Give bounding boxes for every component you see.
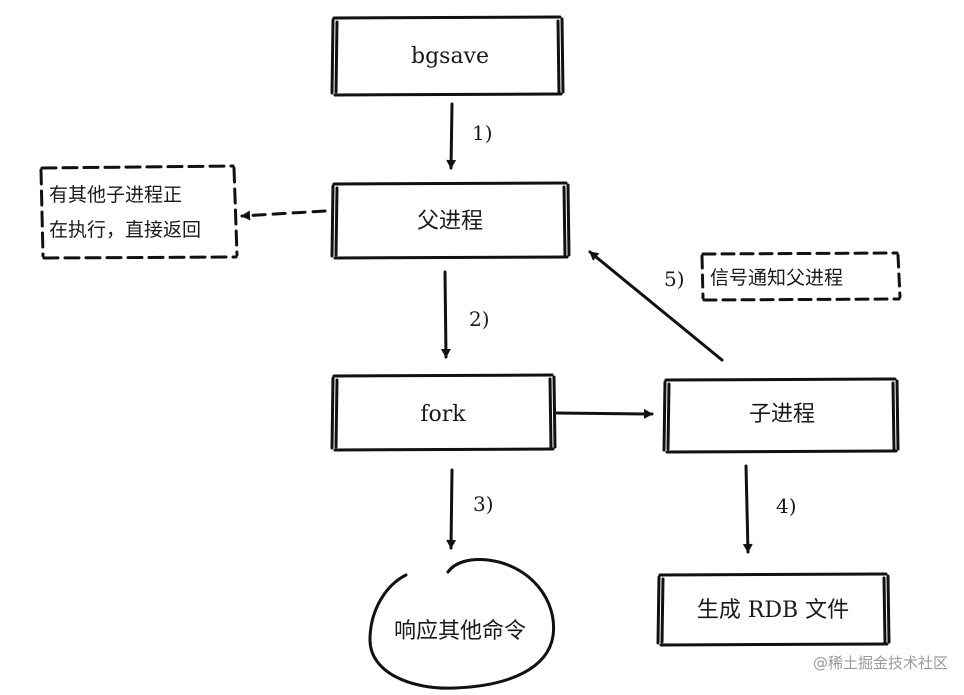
respond-other-loop: 响应其他命令	[368, 558, 556, 690]
arrow-step-2: 2)	[440, 270, 490, 359]
watermark: @稀土掘金技术社区	[813, 654, 948, 672]
respond-other-label: 响应其他命令	[394, 619, 526, 644]
arrow-step-1: 1)	[446, 102, 493, 170]
parent-process-label: 父进程	[417, 209, 483, 234]
child-process-label: 子进程	[749, 402, 815, 427]
note-other-child-line2: 在执行，直接返回	[49, 219, 201, 241]
generate-rdb-label: 生成 RDB 文件	[697, 598, 849, 623]
step-4-label: 4)	[776, 494, 797, 518]
parent-process-box: 父进程	[330, 181, 571, 260]
fork-label: fork	[420, 402, 466, 427]
note-signal-parent: 信号通知父进程	[700, 251, 902, 302]
child-process-box: 子进程	[662, 377, 900, 454]
bgsave-box: bgsave	[330, 15, 565, 97]
step-5-label: 5)	[664, 267, 685, 291]
arrow-step-4: 4)	[742, 464, 797, 554]
note-other-child-line1: 有其他子进程正	[49, 184, 182, 206]
generate-rdb-box: 生成 RDB 文件	[656, 572, 891, 647]
fork-box: fork	[330, 373, 557, 452]
arrow-step-3: 3)	[446, 468, 494, 550]
step-1-label: 1)	[472, 121, 493, 145]
arrow-return-dashed	[240, 209, 327, 221]
arrow-step-5: 5)	[588, 250, 724, 362]
bgsave-label: bgsave	[411, 44, 489, 69]
step-2-label: 2)	[469, 307, 490, 331]
note-signal-parent-text: 信号通知父进程	[710, 267, 843, 289]
arrow-fork-to-child	[554, 408, 654, 419]
note-other-child-running: 有其他子进程正 在执行，直接返回	[39, 164, 239, 260]
step-3-label: 3)	[473, 492, 494, 516]
